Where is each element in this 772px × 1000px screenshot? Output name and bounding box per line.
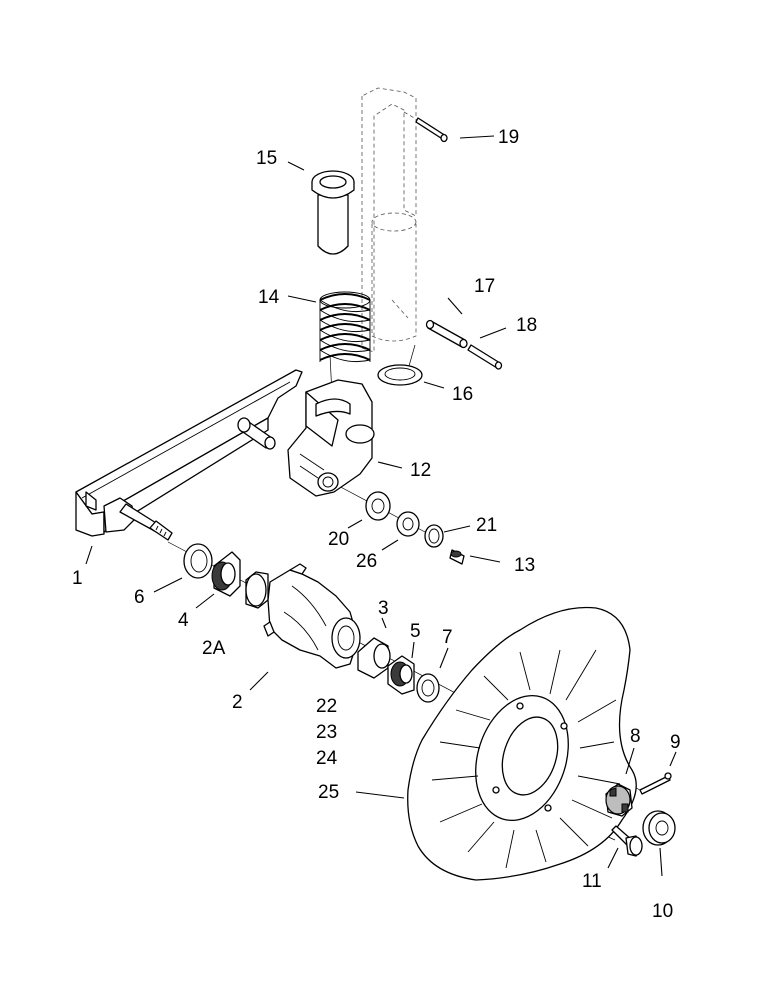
callout-2: 2 bbox=[232, 692, 243, 713]
bracket-12 bbox=[287, 379, 375, 497]
snap-ring-21 bbox=[424, 524, 444, 548]
callout-11: 11 bbox=[582, 871, 602, 892]
bearing-cup-2a bbox=[245, 571, 269, 609]
grease-fitting-13 bbox=[449, 549, 465, 565]
callout-5: 5 bbox=[410, 621, 421, 642]
dust-cap-10 bbox=[642, 810, 676, 846]
disc-25 bbox=[407, 606, 637, 881]
pin-17 bbox=[425, 319, 468, 349]
callout-22: 22 bbox=[316, 696, 337, 717]
callout-17: 17 bbox=[474, 276, 495, 297]
pin-19 bbox=[415, 117, 448, 143]
callout-20: 20 bbox=[328, 529, 349, 550]
callout-14: 14 bbox=[258, 287, 280, 308]
callout-12: 12 bbox=[410, 460, 431, 481]
cotter-pin-9 bbox=[639, 772, 672, 795]
callout-15: 15 bbox=[256, 148, 277, 169]
arm-1 bbox=[75, 369, 303, 541]
bearing-cone-4 bbox=[211, 551, 241, 597]
callout-10: 10 bbox=[652, 901, 673, 922]
castle-nut-8 bbox=[605, 783, 633, 817]
callout-24: 24 bbox=[316, 748, 338, 769]
callout-13: 13 bbox=[514, 555, 535, 576]
hub-2 bbox=[263, 563, 361, 669]
callout-1: 1 bbox=[72, 568, 83, 589]
callout-21: 21 bbox=[476, 515, 497, 536]
callout-26: 26 bbox=[356, 551, 377, 572]
bearing-cone-5 bbox=[387, 655, 415, 695]
callout-3: 3 bbox=[378, 598, 389, 619]
callout-23: 23 bbox=[316, 722, 337, 743]
leader-lines bbox=[85, 135, 677, 877]
bushing-15 bbox=[311, 170, 355, 255]
callout-8: 8 bbox=[630, 726, 641, 747]
callout-7: 7 bbox=[442, 627, 453, 648]
callout-18: 18 bbox=[516, 315, 537, 336]
callout-6: 6 bbox=[134, 587, 145, 608]
callout-25: 25 bbox=[318, 782, 339, 803]
washer-20 bbox=[365, 491, 391, 521]
seal-7 bbox=[416, 673, 440, 703]
pin-18 bbox=[467, 344, 503, 370]
callout-9: 9 bbox=[670, 732, 681, 753]
spring-14 bbox=[319, 291, 371, 363]
bolt-11 bbox=[611, 825, 643, 857]
mast-phantom bbox=[361, 87, 429, 353]
callout-2a: 2A bbox=[202, 638, 226, 659]
callout-16: 16 bbox=[452, 384, 473, 405]
seal-6 bbox=[183, 543, 213, 579]
washer-16 bbox=[377, 364, 423, 386]
callout-4: 4 bbox=[178, 610, 189, 631]
washer-26 bbox=[396, 511, 420, 537]
callout-19: 19 bbox=[498, 127, 519, 148]
callout-labels: 19 15 14 17 18 16 12 1 6 4 2A 2 20 26 21… bbox=[72, 127, 681, 922]
